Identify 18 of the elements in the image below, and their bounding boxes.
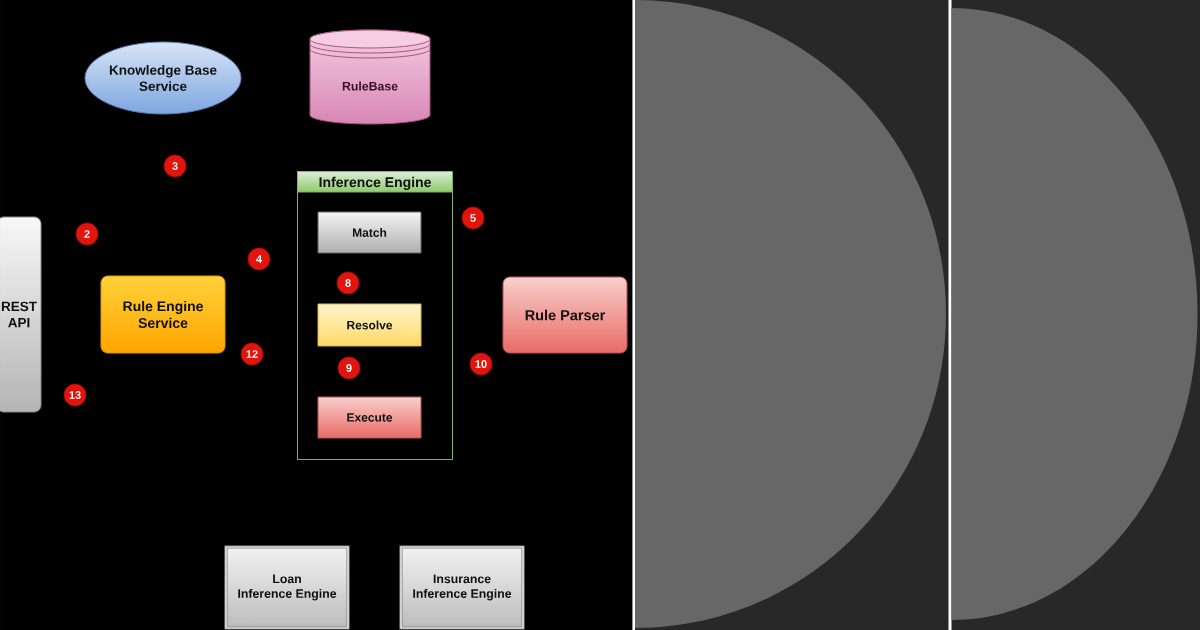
process-box: Execute [317,396,422,439]
engine-box: Loan Inference Engine [224,545,350,630]
callout-number: 10 [469,352,493,376]
engine-box: Insurance Inference Engine [399,545,525,630]
api-box: REST API [0,216,42,413]
callout-number: 8 [336,271,360,295]
callout-number: 2 [75,222,99,246]
callout-number: 3 [163,154,187,178]
database-cylinder: RuleBase [309,29,431,125]
callout-number: 4 [247,247,271,271]
process-box: Resolve [317,303,422,347]
parser-box: Rule Parser [502,276,628,354]
callout-number: 12 [240,342,264,366]
service-box: Rule Engine Service [100,275,226,354]
process-box: Match [317,211,422,254]
callout-number: 9 [337,356,361,380]
callout-number: 5 [461,206,485,230]
callout-number: 13 [63,383,87,407]
